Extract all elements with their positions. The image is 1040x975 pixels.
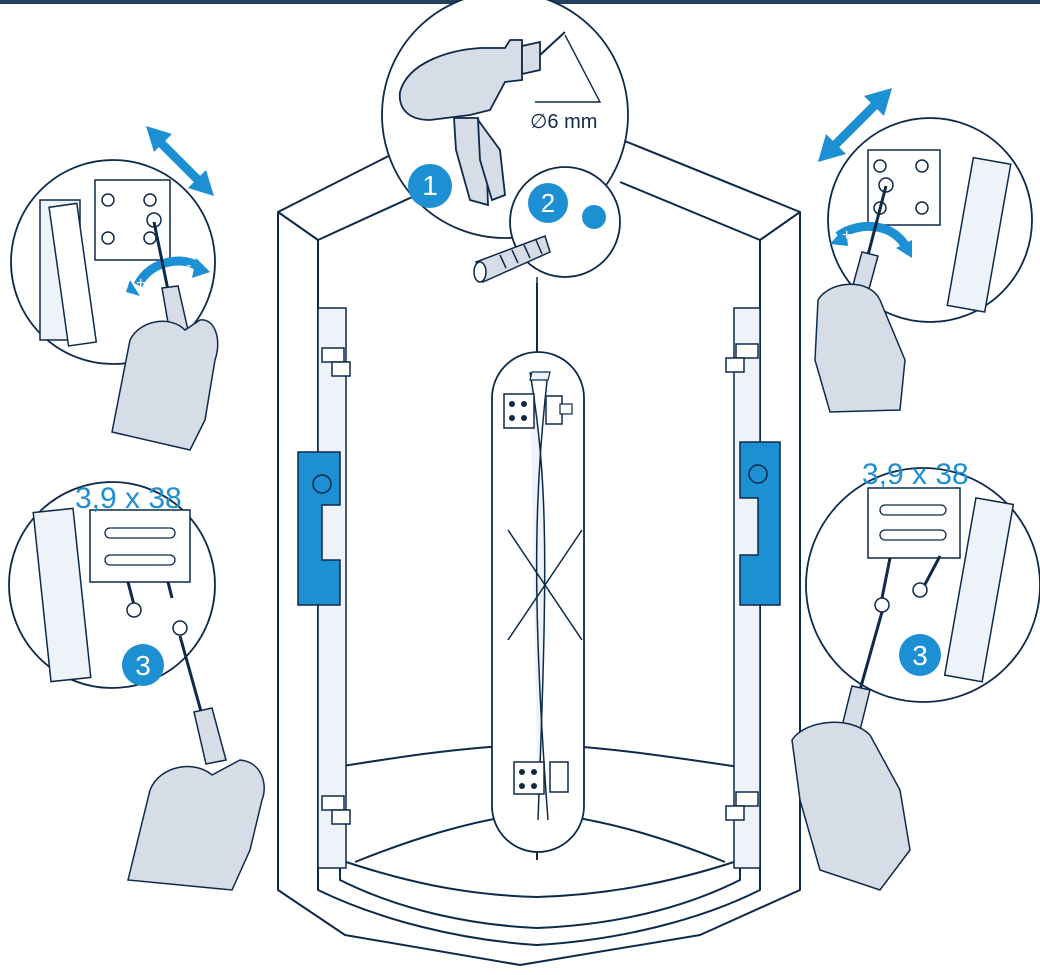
hand-icon <box>814 283 906 413</box>
drill-icon <box>398 31 566 207</box>
center-detail <box>491 351 585 853</box>
screw-detail-right: 3,9 x 38 3 <box>805 458 1040 703</box>
step-3-badge-right <box>899 634 941 676</box>
step-2-label: 2 <box>541 188 555 218</box>
minus-label-left: - <box>186 257 191 274</box>
step-3-label-left: 3 <box>135 650 151 681</box>
hinge-icon <box>321 343 759 825</box>
door-handle-icon <box>297 441 781 606</box>
wall-plug-icon <box>473 235 551 284</box>
adjust-detail-right: + - <box>818 88 1033 323</box>
plus-label-right: + <box>842 227 851 244</box>
hand-icon <box>791 721 911 891</box>
adjust-detail-left: + - <box>10 126 216 365</box>
step-1-badge <box>408 164 452 208</box>
screw-size-right: 3,9 x 38 <box>862 458 969 491</box>
screwdriver-icon <box>178 635 227 765</box>
screw-size-left: 3,9 x 38 <box>75 482 182 515</box>
drill-size-label: ∅6 mm <box>530 111 597 133</box>
step-3-label-right: 3 <box>912 640 928 671</box>
screw-detail-left: 3,9 x 38 3 <box>8 481 216 689</box>
hand-icon <box>127 759 265 891</box>
double-arrow-icon <box>146 126 214 196</box>
double-arrow-icon <box>818 88 892 162</box>
step-3-badge-left <box>122 644 164 686</box>
plus-label-left: + <box>136 275 145 292</box>
step-1-label: 1 <box>422 170 438 201</box>
minus-label-right: - <box>894 237 899 254</box>
step-2-badge <box>528 183 568 223</box>
hand-icon <box>111 319 219 451</box>
drill-detail: ∅6 mm 1 2 <box>381 0 629 284</box>
hole-dot <box>582 205 606 229</box>
